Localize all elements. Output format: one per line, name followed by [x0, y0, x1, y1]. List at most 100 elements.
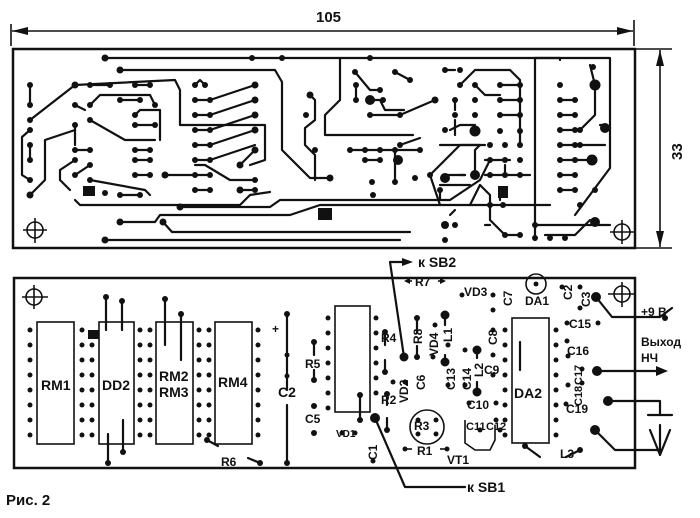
mount-hole-icon	[22, 285, 48, 309]
ic-unlabeled	[334, 305, 371, 413]
ic-pin	[147, 327, 153, 333]
ic-pin	[27, 387, 33, 393]
ic-pin	[196, 387, 202, 393]
ic-pin	[79, 387, 85, 393]
ic-pin	[27, 357, 33, 363]
ic-pin	[147, 357, 153, 363]
label-c1: C1	[366, 444, 380, 460]
ic-pin	[137, 357, 143, 363]
ic-pin	[502, 417, 508, 423]
ic-rm2-rm3	[155, 321, 194, 445]
bottom-board-outline	[12, 276, 637, 470]
ic-pin	[373, 315, 379, 321]
ic-pin	[27, 402, 33, 408]
ic-pin	[553, 417, 559, 423]
label-r1: R1	[417, 444, 433, 458]
ic-pin	[502, 327, 508, 333]
label-to-sb2: к SB2	[418, 254, 456, 270]
label-r3: R3	[414, 419, 430, 433]
label-c19: C19	[566, 402, 588, 416]
ic-pins	[27, 315, 559, 438]
ic-pin	[27, 327, 33, 333]
ic-pin	[553, 387, 559, 393]
mount-hole-icon	[23, 218, 47, 243]
label-c16: C16	[567, 344, 589, 358]
label-c5: C5	[305, 412, 321, 426]
ic-pin	[553, 342, 559, 348]
label-rm3: RM3	[159, 384, 189, 400]
mount-hole-icon	[610, 220, 634, 244]
ic-pin	[79, 342, 85, 348]
label-c3: C3	[579, 291, 593, 307]
ic-pin	[255, 387, 261, 393]
ic-pin	[255, 342, 261, 348]
ic-pin	[137, 372, 143, 378]
label-c2: C2	[278, 384, 296, 400]
label-plus: +	[272, 322, 279, 336]
label-r2: R2	[381, 393, 397, 407]
ic-pin	[206, 357, 212, 363]
ic-pin	[79, 417, 85, 423]
label-power-9v: +9 В	[641, 305, 667, 319]
label-l2: L2	[472, 363, 486, 377]
ic-pin	[206, 417, 212, 423]
ic-pin	[255, 417, 261, 423]
ic-pin	[206, 387, 212, 393]
label-vd2: VD2	[397, 379, 411, 403]
ic-pin	[325, 330, 331, 336]
label-c13: C13	[444, 368, 458, 390]
label-da2: DA2	[514, 385, 542, 401]
ic-pin	[553, 372, 559, 378]
label-c2b: C2	[561, 284, 575, 300]
label-r4: R4	[381, 331, 397, 345]
arrow-sb2-icon	[402, 258, 413, 266]
label-c14: C14	[460, 368, 474, 390]
width-label: 105	[316, 9, 341, 26]
label-r5: R5	[305, 357, 321, 371]
label-l1: L1	[441, 328, 455, 342]
regulator-da1	[525, 273, 547, 295]
ic-pin	[325, 345, 331, 351]
component-labels: RM1 DD2 RM2 RM3 RM4 + C2 R5 C5 R6 R4 R2 …	[41, 275, 593, 469]
ic-pin	[255, 432, 261, 438]
label-l3: L3	[560, 447, 574, 461]
ic-pin	[206, 372, 212, 378]
ic-pin	[89, 402, 95, 408]
ic-pin	[325, 405, 331, 411]
ic-pin	[553, 432, 559, 438]
ic-pin	[147, 387, 153, 393]
ic-pin	[89, 387, 95, 393]
mount-hole-icon	[608, 282, 636, 307]
transistor-vt1	[464, 420, 496, 451]
ic-pin	[206, 342, 212, 348]
ic-pin	[502, 372, 508, 378]
ic-pin	[137, 327, 143, 333]
ic-pin	[502, 402, 508, 408]
ic-pin	[196, 342, 202, 348]
ic-pin	[206, 327, 212, 333]
arrow-up-icon	[656, 50, 664, 66]
ic-pin	[373, 330, 379, 336]
bottom-board	[12, 258, 674, 489]
ic-pin	[255, 357, 261, 363]
figure-caption: Рис. 2	[6, 492, 50, 509]
ic-pin	[325, 390, 331, 396]
ic-pin	[196, 432, 202, 438]
ic-pin	[147, 417, 153, 423]
arrow-right-icon	[617, 27, 633, 35]
label-c9: C9	[484, 363, 500, 377]
top-board	[11, 47, 637, 250]
ic-pin	[147, 432, 153, 438]
label-to-sb1: к SB1	[467, 479, 505, 495]
ic-pin	[373, 360, 379, 366]
ic-pin	[196, 402, 202, 408]
ic-pin	[27, 372, 33, 378]
ic-rm1	[36, 321, 75, 445]
ic-pin	[147, 342, 153, 348]
ic-pin	[255, 327, 261, 333]
ic-pin	[79, 327, 85, 333]
ic-pin	[147, 402, 153, 408]
ic-rm4	[214, 321, 253, 445]
width-dimension: 105	[10, 9, 635, 46]
